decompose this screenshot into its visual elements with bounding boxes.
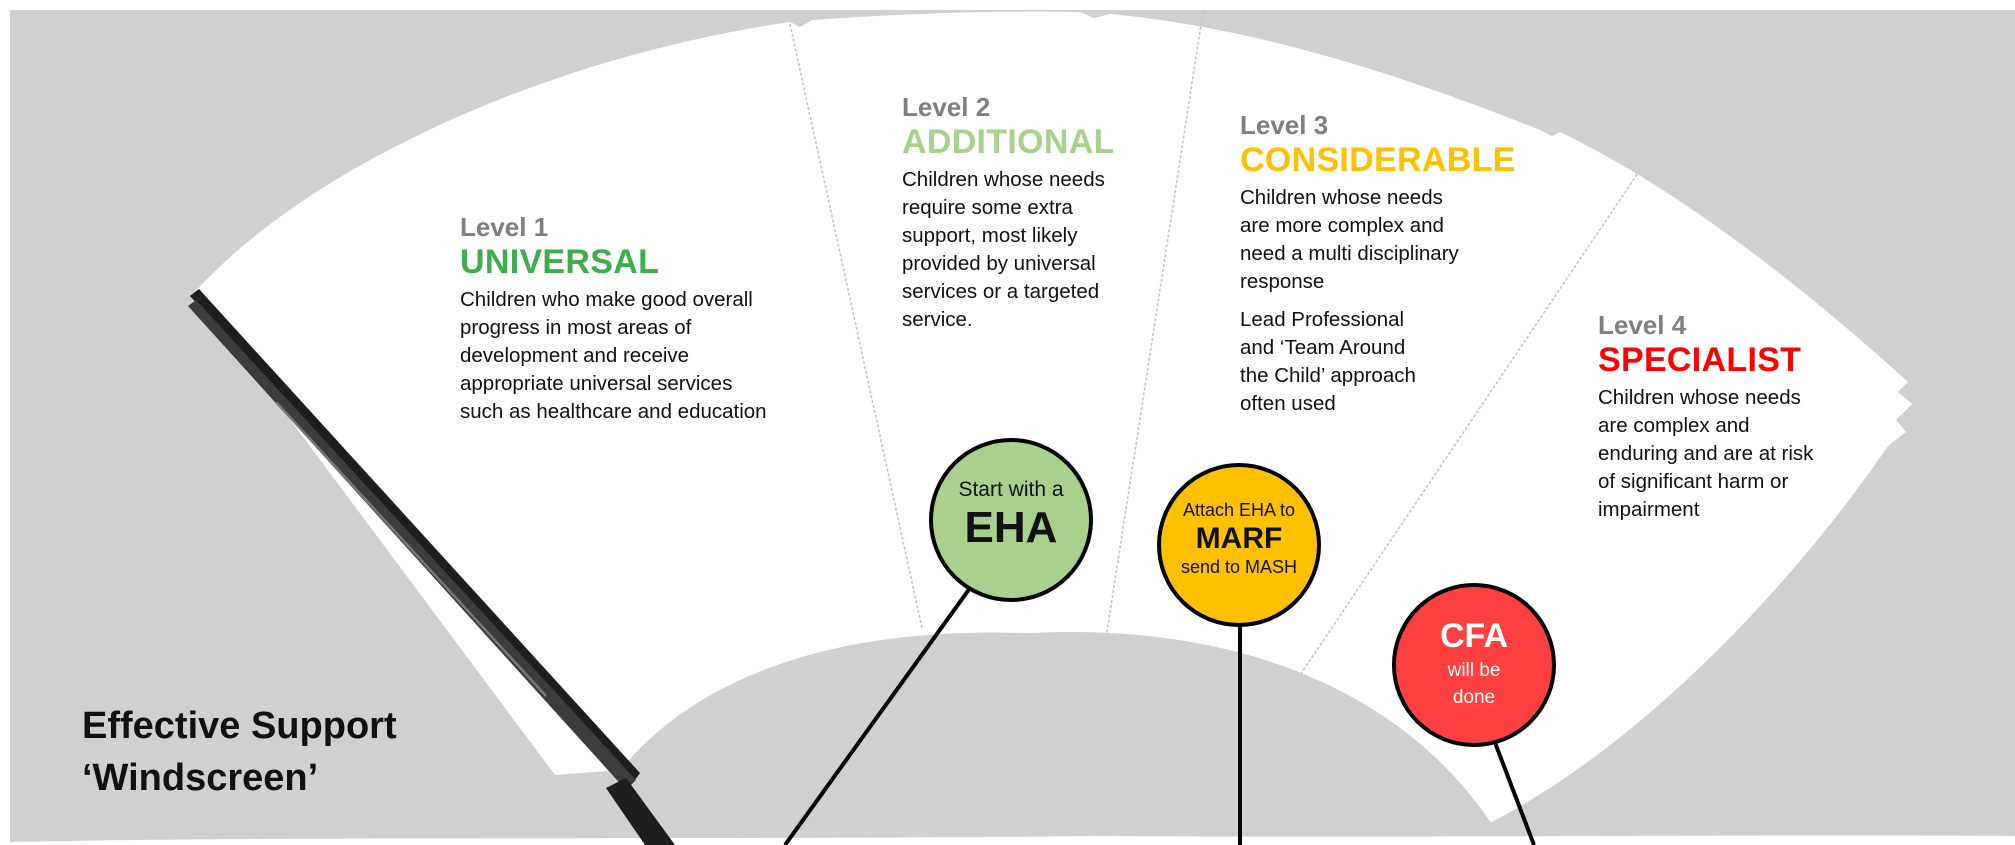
level-3-name: CONSIDERABLE	[1240, 141, 1516, 179]
level-3-block: Level 3 CONSIDERABLE Children whose need…	[1240, 110, 1516, 418]
bottom-strip	[10, 835, 2015, 845]
eha-badge-top: Start with a	[958, 478, 1064, 501]
marf-badge	[1157, 463, 1321, 627]
eha-badge-text: Start with a EHA	[931, 478, 1091, 554]
level-2-name: ADDITIONAL	[902, 123, 1115, 161]
level-2-number: Level 2	[902, 92, 991, 122]
marf-badge-top: Attach EHA to	[1182, 500, 1296, 520]
cfa-badge-text: CFA will be done	[1394, 615, 1554, 711]
cfa-badge	[1392, 583, 1556, 747]
level-4-block: Level 4 SPECIALIST Children whose needs …	[1598, 310, 1813, 524]
level-4-description: Children whose needs are complex and end…	[1598, 386, 1814, 521]
level-4-number: Level 4	[1598, 310, 1687, 340]
marf-badge-main: MARF	[1195, 522, 1283, 555]
badge-connectors	[783, 586, 1536, 845]
level-1-description: Children who make good overall progress …	[460, 288, 767, 423]
level-2-block: Level 2 ADDITIONAL Children whose needs …	[902, 92, 1115, 334]
level-3-description-2: Lead Professional and ‘Team Around the C…	[1240, 308, 1416, 415]
eha-badge-main: EHA	[964, 503, 1058, 552]
level-3-description: Children whose needs are more complex an…	[1240, 186, 1459, 293]
wiper	[188, 289, 675, 845]
marf-badge-bottom: send to MASH	[1180, 557, 1298, 577]
level-dividers	[789, 11, 1641, 691]
cfa-badge-sub2: done	[1452, 687, 1496, 708]
level-1-name: UNIVERSAL	[460, 243, 660, 281]
diagram-title-line2: ‘Windscreen’	[82, 757, 319, 799]
level-2-description: Children whose needs require some extra …	[902, 168, 1105, 331]
cfa-badge-sub1: will be	[1447, 660, 1501, 681]
diagram-title-line1: Effective Support	[82, 705, 397, 747]
level-1-block: Level 1 UNIVERSAL Children who make good…	[460, 212, 767, 426]
level-4-name: SPECIALIST	[1598, 341, 1802, 379]
eha-badge	[929, 438, 1093, 602]
level-3-number: Level 3	[1240, 110, 1329, 140]
marf-badge-text: Attach EHA to MARF send to MASH	[1159, 500, 1319, 578]
level-1-number: Level 1	[460, 212, 549, 242]
cfa-badge-main: CFA	[1440, 617, 1508, 655]
inner-arch	[640, 632, 1505, 845]
diagram-title: Effective Support ‘Windscreen’	[82, 700, 397, 804]
